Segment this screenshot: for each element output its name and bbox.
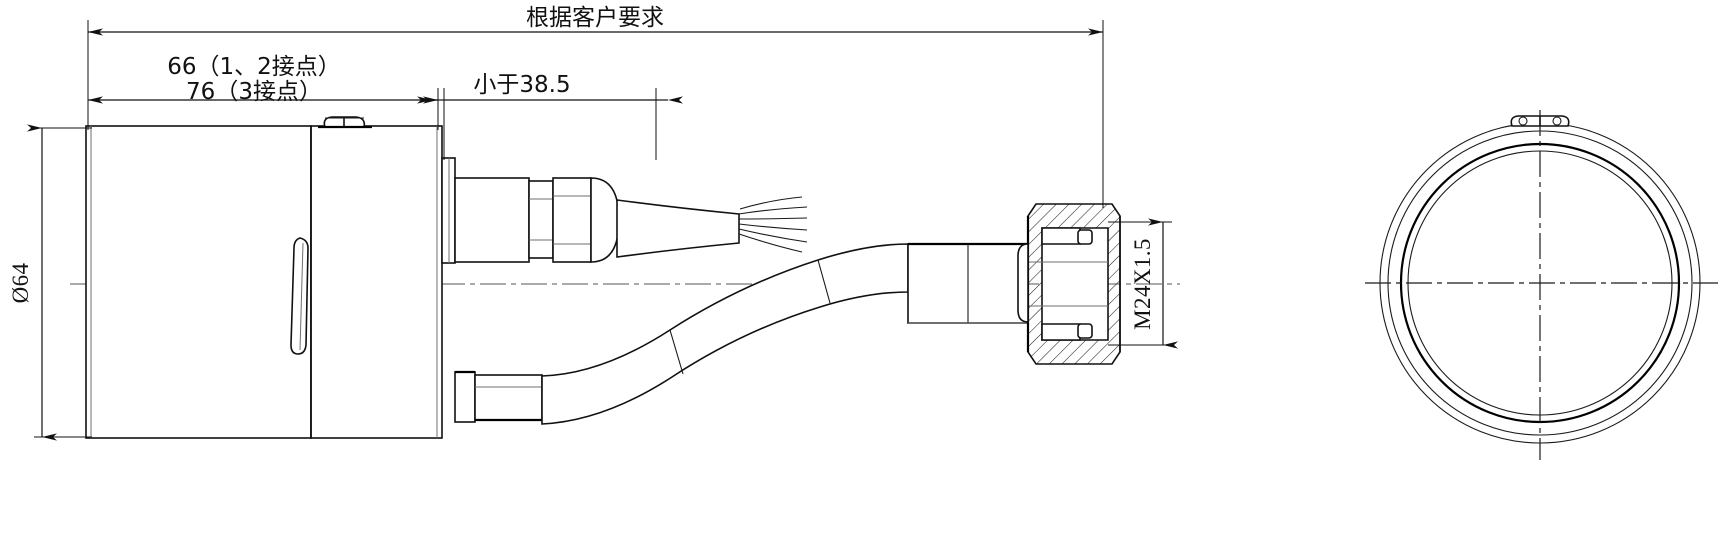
housing-slot-detail	[290, 237, 309, 355]
upper-cable	[616, 196, 808, 258]
dimension-label-body-length-2: 76（3接点）	[186, 79, 322, 105]
housing-top-tab	[318, 116, 372, 129]
dimension-label-thread-size: M24X1.5	[1130, 238, 1155, 330]
front-end-view	[1365, 110, 1718, 460]
dimension-overall-length: 根据客户要求	[87, 5, 1104, 208]
flexible-conduit	[541, 243, 909, 425]
dimension-body-length: 66（1、2接点） 76（3接点）	[87, 54, 439, 130]
cable-wire-strands	[738, 196, 808, 253]
dimension-label-body-length-1: 66（1、2接点）	[167, 54, 341, 80]
upper-cable-gland	[441, 157, 620, 264]
dimension-label-gland-length: 小于38.5	[473, 72, 570, 98]
housing-body	[85, 125, 443, 439]
straight-tube	[907, 242, 1029, 324]
dimension-body-diameter: Ø64	[8, 124, 92, 441]
lower-connector	[454, 370, 543, 423]
dimension-label-body-diameter: Ø64	[8, 262, 33, 303]
dimension-gland-length: 小于38.5	[417, 72, 683, 160]
dimension-label-overall-length: 根据客户要求	[526, 5, 664, 31]
threaded-fitting-m24	[1017, 203, 1121, 365]
dimension-thread-size: M24X1.5	[1108, 218, 1178, 349]
